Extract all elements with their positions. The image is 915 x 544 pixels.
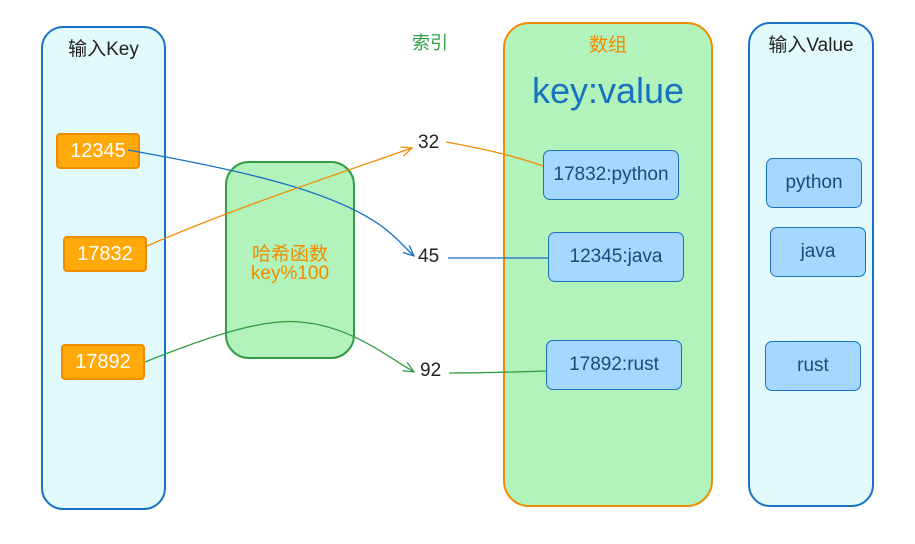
key-box-17832: 17832 (63, 236, 147, 272)
array-title: 数组 (588, 35, 627, 56)
index-92: 92 (420, 360, 442, 381)
array-subtitle: key:value (531, 70, 685, 111)
array-entry-17892-rust: 17892:rust (546, 340, 682, 390)
index-title: 索引 (412, 33, 448, 53)
hash-function-box: 哈希函数 key%100 (225, 161, 355, 359)
input-value-title: 输入Value (768, 35, 854, 56)
value-box-rust: rust (765, 341, 861, 391)
array-entry-17832-python: 17832:python (543, 150, 679, 200)
value-box-python: python (766, 158, 862, 208)
value-box-java: java (770, 227, 866, 277)
index-32: 32 (418, 132, 440, 153)
index-45: 45 (418, 246, 440, 267)
array-entry-12345-java: 12345:java (548, 232, 684, 282)
key-box-17892: 17892 (61, 344, 145, 380)
key-box-12345: 12345 (56, 133, 140, 169)
hash-function-name: 哈希函数 (251, 244, 328, 265)
input-key-title: 输入Key (68, 39, 139, 60)
hash-function-formula: key%100 (250, 263, 330, 284)
